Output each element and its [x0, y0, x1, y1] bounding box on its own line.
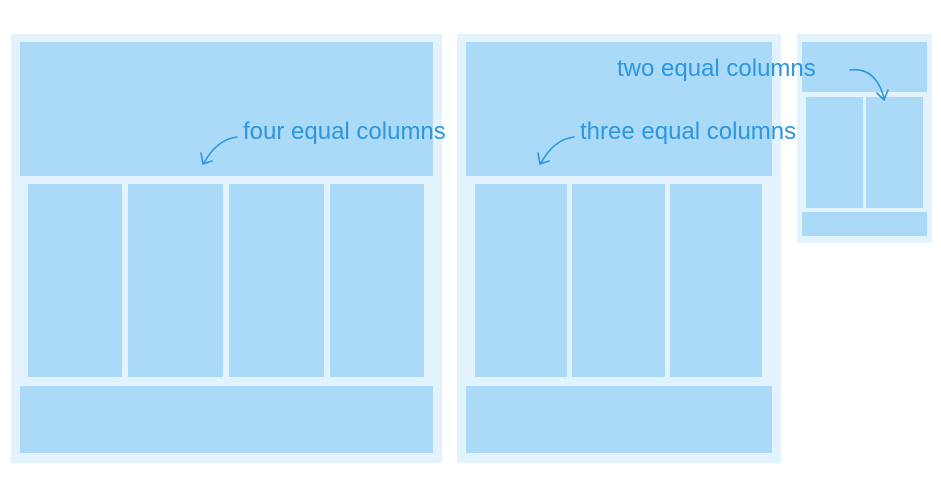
footer-block [466, 386, 772, 453]
layout-four-columns [11, 34, 442, 463]
layout-two-columns [797, 34, 932, 243]
annotation-three-columns: three equal columns [580, 118, 797, 145]
column-block [866, 97, 923, 208]
column-block [28, 184, 122, 377]
header-block [20, 42, 433, 176]
footer-block [20, 386, 433, 453]
annotation-two-columns: two equal columns [617, 55, 816, 82]
curved-arrow-icon [200, 136, 238, 165]
column-block [572, 184, 665, 377]
column-block [330, 184, 424, 377]
layout-three-columns [457, 34, 781, 463]
curved-arrow-icon [537, 136, 575, 165]
footer-block [802, 212, 927, 236]
column-block [128, 184, 223, 377]
column-block [475, 184, 567, 377]
column-block [229, 184, 324, 377]
curved-arrow-icon [849, 68, 889, 101]
column-block [670, 184, 762, 377]
column-block [806, 97, 863, 208]
header-block [802, 42, 927, 92]
annotation-four-columns: four equal columns [243, 118, 446, 145]
header-block [466, 42, 772, 176]
